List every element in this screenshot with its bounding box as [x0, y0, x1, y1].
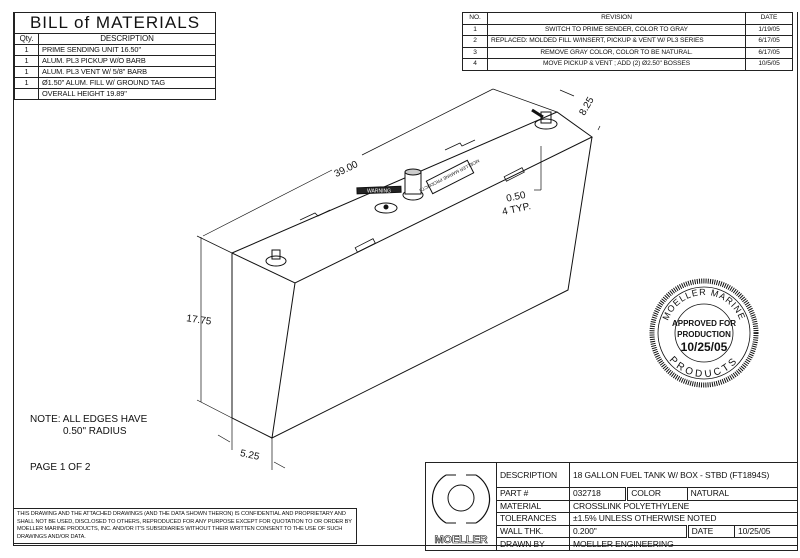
page-indicator: PAGE 1 OF 2	[30, 462, 91, 473]
rev-date: 1/19/05	[745, 23, 793, 36]
rev-no: 2	[462, 35, 488, 48]
note-line2: 0.50" RADIUS	[63, 426, 127, 437]
warning-label-text: WARNING	[367, 189, 391, 195]
height-dim: 17.75	[186, 313, 213, 327]
tank-outline	[231, 111, 593, 439]
bom-row: OVERALL HEIGHT 19.89"	[14, 88, 216, 100]
tag-label-text: MOELLER MARINE PRODUCTS	[418, 158, 480, 193]
width-dim: 8.25	[577, 95, 596, 118]
color-label: COLOR	[625, 487, 688, 501]
date-value: 10/25/05	[734, 524, 798, 539]
color-value: NATURAL	[686, 487, 799, 501]
material-label: MATERIAL	[496, 499, 570, 514]
note-line1: NOTE: ALL EDGES HAVE	[30, 414, 148, 425]
warning-label: WARNING	[356, 185, 402, 195]
stamp-line2: PRODUCTION	[677, 330, 731, 339]
rev-no: 1	[462, 23, 488, 36]
frame-left	[13, 12, 14, 545]
bottom-width-dim: 5.25	[239, 448, 261, 463]
edge-note: NOTE: ALL EDGES HAVE 0.50" RADIUS	[30, 414, 147, 438]
logo-text: MOELLER	[434, 534, 487, 546]
wall-thickness-value: 0.200"	[569, 524, 688, 539]
wall-thickness-label: WALL THK.	[496, 524, 570, 539]
date-label: DATE	[685, 524, 736, 539]
stamp-date: 10/25/05	[681, 340, 728, 354]
stamp-line1: APPROVED FOR	[672, 319, 736, 328]
title-block: MOELLER DESCRIPTION 18 GALLON FUEL TANK …	[425, 462, 799, 551]
frame-bottom	[13, 545, 798, 546]
tolerances-label: TOLERANCES	[496, 512, 570, 526]
bom-title: BILL of MATERIALS	[14, 12, 216, 34]
part-label: PART #	[496, 487, 570, 501]
pickup-fitting	[531, 108, 558, 130]
fill-cap	[374, 168, 424, 214]
drawn-by-label: DRAWN BY	[496, 537, 570, 551]
moeller-logo: MOELLER	[425, 462, 497, 551]
rev-text: MOVE PICKUP & VENT ; ADD (2) Ø2.50" BOSS…	[487, 58, 746, 71]
rev-date: 10/5/05	[745, 58, 793, 71]
frame-right	[797, 12, 798, 545]
drawn-by-value: MOELLER ENGINEERING	[569, 537, 798, 551]
vent-fitting	[265, 249, 287, 267]
rev-date: 6/17/05	[745, 46, 793, 59]
notch-dim: 0.50	[505, 190, 527, 205]
tolerances-value: ±1.5% UNLESS OTHERWISE NOTED	[569, 512, 798, 526]
dimension-lines	[196, 88, 601, 470]
material-value: CROSSLINK POLYETHYLENE	[569, 499, 798, 514]
rev-text: SWITCH TO PRIME SENDER, COLOR TO GRAY	[487, 23, 746, 36]
part-value: 032718	[568, 487, 628, 501]
description-value: 18 GALLON FUEL TANK W/ BOX - STBD (FT189…	[569, 462, 798, 488]
description-label: DESCRIPTION	[496, 462, 570, 488]
approval-stamp: MOELLER MARINE PRODUCTS APPROVED FOR PRO…	[649, 278, 759, 388]
rev-date: 6/17/05	[745, 35, 793, 48]
length-dim: 39.00	[333, 159, 361, 180]
bom-description: OVERALL HEIGHT 19.89"	[38, 88, 216, 100]
confidentiality-notice: THIS DRAWING AND THE ATTACHED DRAWINGS (…	[14, 508, 357, 544]
rev-no: 3	[462, 46, 488, 59]
logo-icon: MOELLER	[431, 474, 491, 546]
tag-label: MOELLER MARINE PRODUCTS	[418, 158, 480, 195]
notch-note: 4 TYP.	[501, 201, 532, 218]
